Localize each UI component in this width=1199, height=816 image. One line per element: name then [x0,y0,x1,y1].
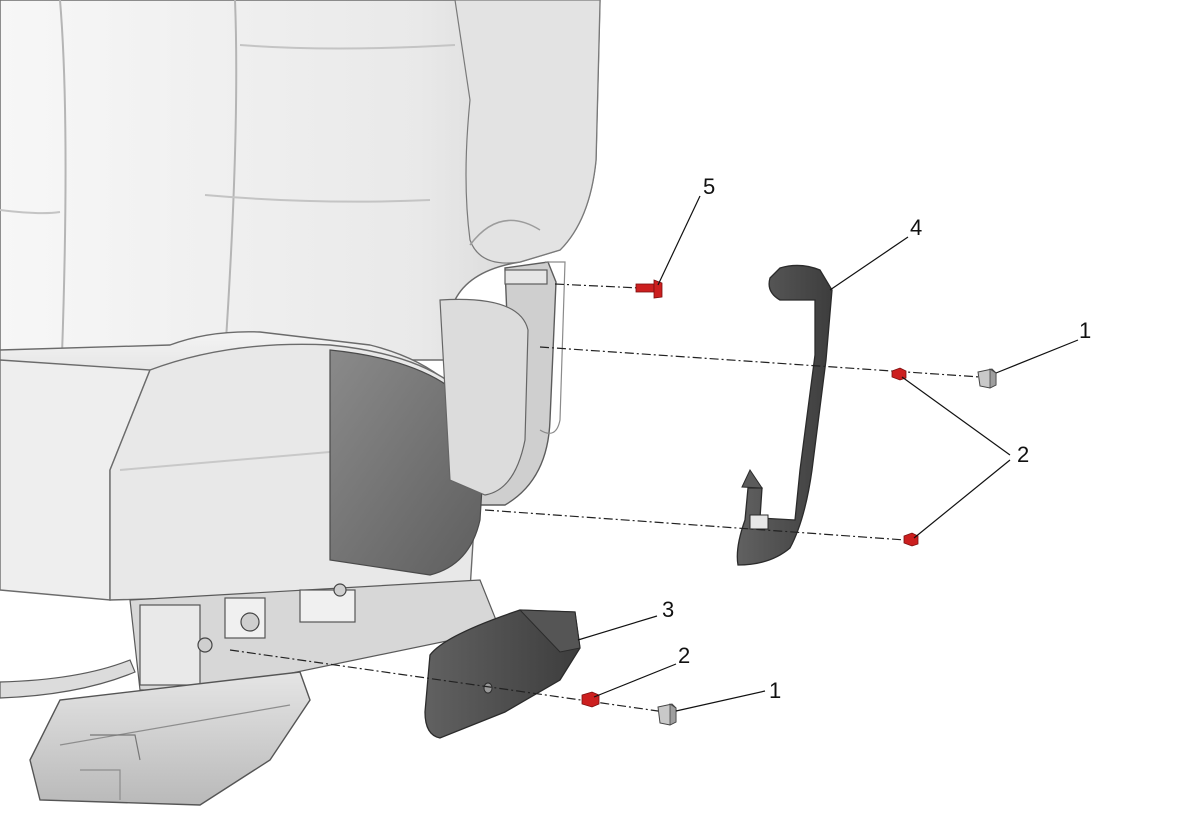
cap-lower [657,703,677,726]
callout-1-top: 1 [1079,318,1091,343]
assembly-line-upper-fastener [539,346,981,378]
callout-1-bottom: 1 [769,678,781,703]
leader-1-bottom [675,690,766,712]
leader-1-top [995,339,1079,374]
callout-5: 5 [703,174,715,199]
seat-back [0,0,601,361]
leader-3 [577,615,658,641]
leader-2-b [913,459,1011,539]
leader-2-bottom [593,663,677,698]
leader-5 [657,195,701,286]
lower-side-trim-panel [424,609,581,739]
leader-4 [829,236,909,291]
assembly-line-lower-fastener [484,509,906,541]
callout-3: 3 [662,597,674,622]
assembly-lines [229,283,981,713]
fastener-screw-bottom [581,691,600,708]
upper-side-trim-panel [736,264,833,566]
fastener-bolt-5 [635,279,663,299]
cap-upper [977,368,997,389]
assembly-line-bolt-5 [554,283,641,289]
seat-cushion [0,298,529,601]
callout-4: 4 [910,215,922,240]
fastener-screw-lower [903,532,919,547]
seat-track-base [0,579,501,806]
callout-2-bottom: 2 [678,643,690,668]
callout-2-right: 2 [1017,442,1029,467]
assembly-line-lower-panel-fastener [229,649,666,713]
leader-2-a [901,376,1011,456]
leader-lines [577,195,1079,712]
